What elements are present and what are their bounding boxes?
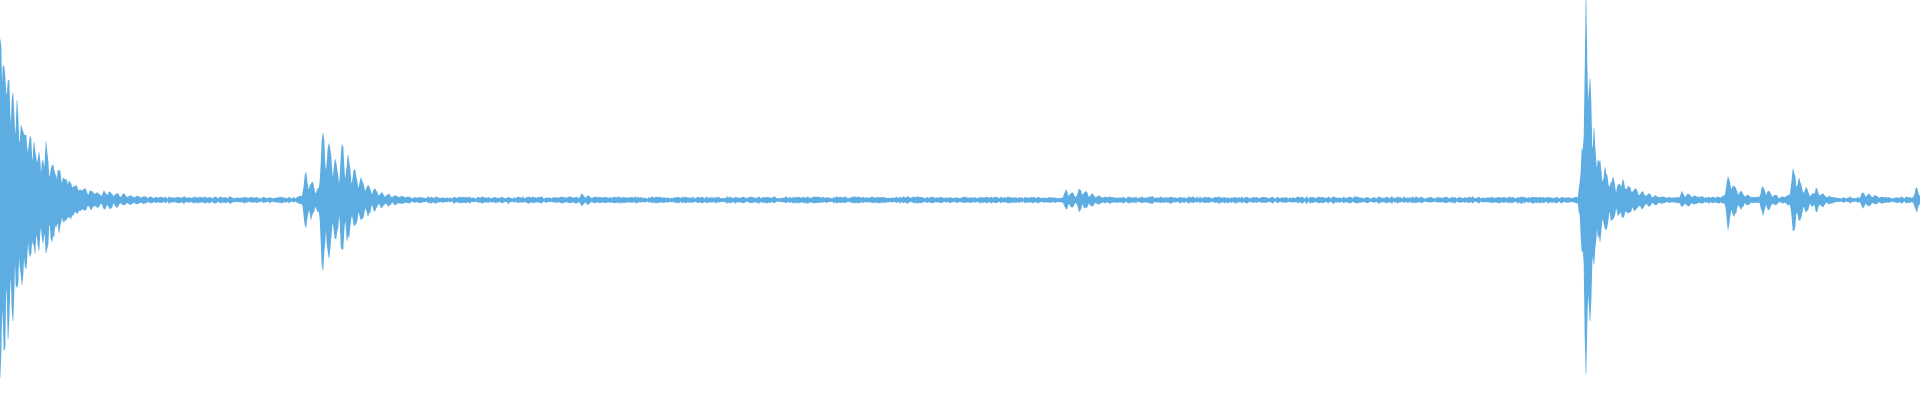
waveform-shape [0, 0, 1920, 378]
